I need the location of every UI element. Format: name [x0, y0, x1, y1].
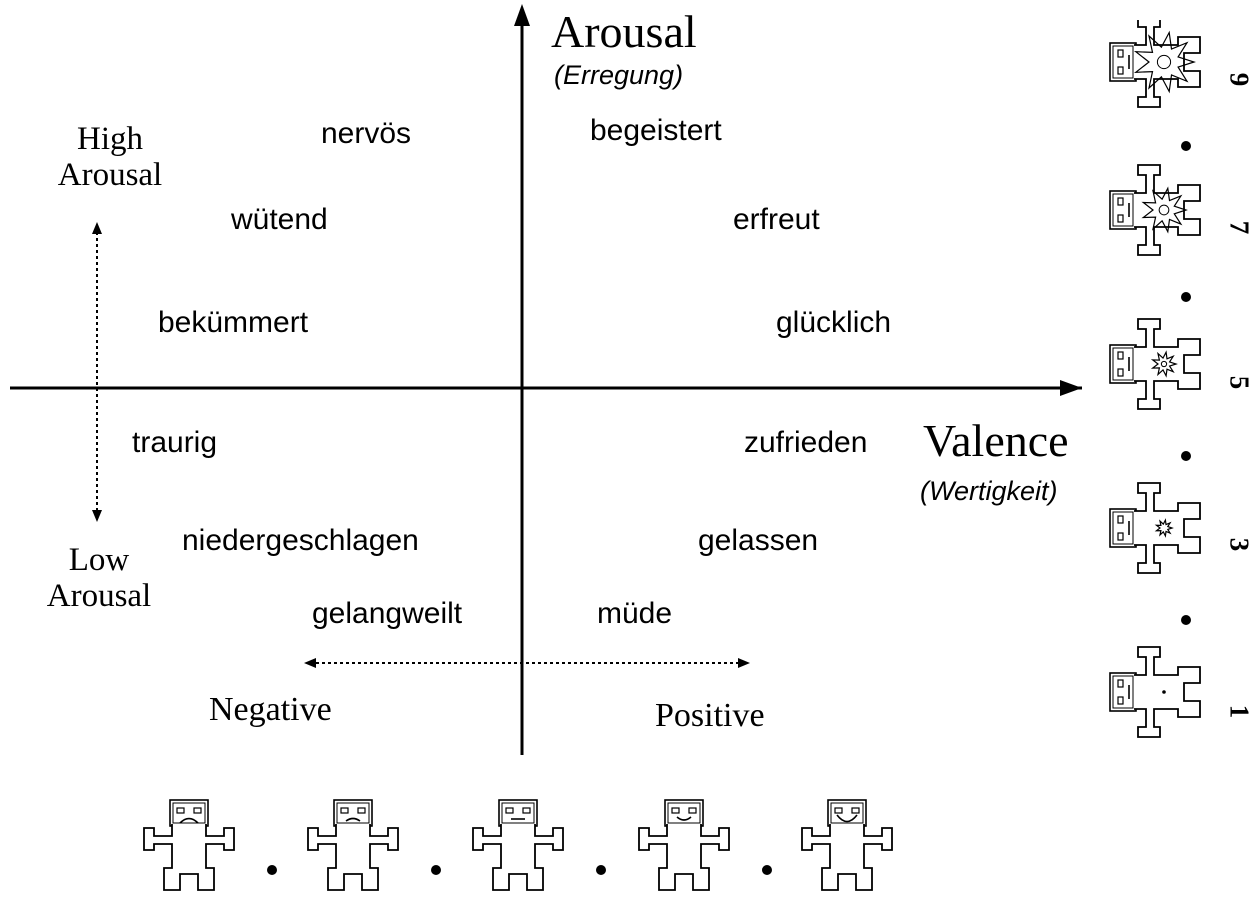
high-arousal-line-1: High: [77, 121, 143, 157]
emotion-nervoes: nervös: [321, 117, 412, 150]
arousal-scale-label-5: 5: [1224, 375, 1255, 390]
negative-valence-label: Negative: [209, 691, 332, 728]
positive-valence-label: Positive: [655, 697, 765, 734]
emotion-niedergeschlagen: niedergeschlagen: [182, 524, 419, 557]
valence-manikin-2: [307, 799, 399, 891]
valence-manikin-5: [801, 799, 893, 891]
emotion-zufrieden: zufrieden: [744, 426, 868, 459]
arousal-scale-label-7: 7: [1224, 220, 1255, 235]
emotion-traurig: traurig: [132, 426, 218, 459]
arousal-scale-dot: [1181, 451, 1191, 461]
arousal-manikin-7: [1109, 164, 1201, 256]
emotion-bekuemmert: bekümmert: [158, 306, 309, 339]
arousal-range-arrowhead-down: [92, 510, 102, 522]
valence-manikin-4: [638, 799, 730, 891]
arousal-burst-9: [1133, 30, 1196, 94]
arousal-manikin-9: [1109, 20, 1201, 108]
low-arousal-label: Low Arousal: [27, 542, 171, 614]
arousal-scale-label-3: 3: [1224, 537, 1255, 552]
valence-scale-dot: [762, 865, 772, 875]
emotion-gelangweilt: gelangweilt: [312, 597, 463, 630]
sam-valence-scale: [143, 799, 893, 891]
emotion-begeistert: begeistert: [590, 114, 722, 147]
emotion-muede: müde: [597, 597, 673, 630]
valence-manikin-1: [143, 799, 235, 891]
high-arousal-label: High Arousal: [38, 121, 182, 193]
valence-scale-dot: [596, 865, 606, 875]
arousal-scale-dot: [1181, 615, 1191, 625]
arousal-range-arrowhead-up: [92, 222, 102, 234]
arousal-manikin-1: [1109, 646, 1201, 738]
sam-arousal-scale: [1109, 20, 1201, 738]
high-arousal-line-2: Arousal: [57, 156, 163, 193]
arousal-burst-3: [1154, 518, 1174, 538]
arousal-axis-subtitle: (Erregung): [554, 60, 684, 90]
valence-axis-arrowhead: [1060, 380, 1082, 396]
emotion-wuetend: wütend: [231, 203, 328, 236]
valence-range-arrowhead-right: [738, 658, 750, 668]
arousal-manikin-3: [1109, 482, 1201, 574]
valence-axis-subtitle: (Wertigkeit): [920, 476, 1058, 506]
valence-scale-dot: [431, 865, 441, 875]
emotion-gelassen: gelassen: [698, 524, 819, 557]
arousal-burst-5: [1150, 350, 1178, 378]
low-arousal-line-1: Low: [68, 542, 130, 578]
emotion-erfreut: erfreut: [733, 203, 820, 236]
arousal-axis-arrowhead: [514, 4, 530, 26]
low-arousal-line-2: Arousal: [46, 577, 152, 614]
valence-scale-dot: [267, 865, 277, 875]
arousal-manikin-5: [1109, 318, 1201, 410]
valence-manikin-3: [472, 799, 564, 891]
arousal-scale-label-9: 9: [1224, 72, 1255, 87]
arousal-scale-dot: [1181, 141, 1191, 151]
arousal-burst-1: [1162, 690, 1166, 694]
valence-axis-title: Valence: [923, 415, 1069, 466]
valence-range-arrowhead-left: [304, 658, 316, 668]
arousal-burst-7: [1141, 186, 1188, 234]
arousal-axis-title: Arousal: [551, 6, 697, 57]
arousal-scale-dot: [1181, 292, 1191, 302]
arousal-scale-label-1: 1: [1224, 704, 1255, 719]
emotion-gluecklich: glücklich: [776, 306, 892, 339]
